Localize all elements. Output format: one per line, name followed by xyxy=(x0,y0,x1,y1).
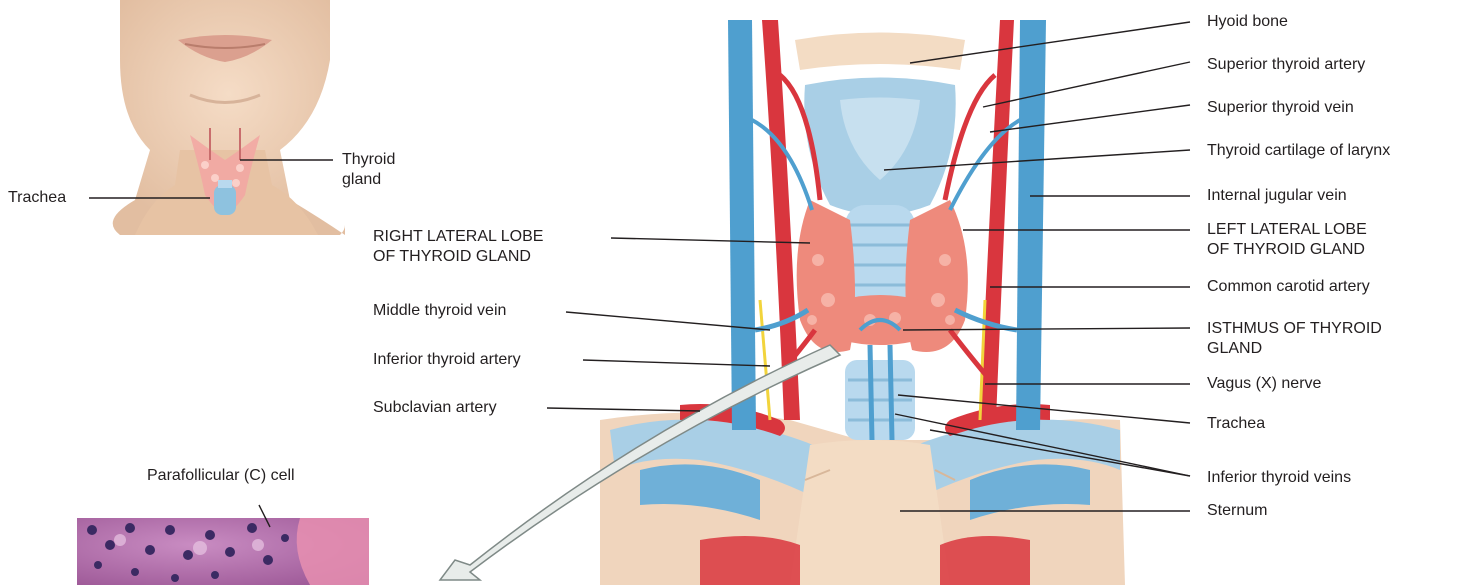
label-line: OF THYROID GLAND xyxy=(1207,240,1367,260)
label-inferior-thyroid-artery: Inferior thyroid artery xyxy=(373,350,521,370)
label-inferior-thyroid-veins: Inferior thyroid veins xyxy=(1207,468,1351,488)
label-trachea: Trachea xyxy=(1207,414,1265,434)
label-hyoid-bone: Hyoid bone xyxy=(1207,12,1288,32)
main-neck-illustration xyxy=(440,20,1125,585)
label-common-carotid-artery: Common carotid artery xyxy=(1207,277,1370,297)
label-sternum: Sternum xyxy=(1207,501,1267,521)
label-thyroid-gland-inset: Thyroid gland xyxy=(342,150,395,190)
inset-neck-illustration xyxy=(113,0,345,235)
label-line: ISTHMUS OF THYROID xyxy=(1207,319,1382,339)
label-superior-thyroid-vein: Superior thyroid vein xyxy=(1207,98,1354,118)
label-internal-jugular-vein: Internal jugular vein xyxy=(1207,186,1347,206)
micrograph-image xyxy=(77,518,369,585)
label-isthmus: ISTHMUS OF THYROID GLAND xyxy=(1207,319,1382,359)
label-trachea-inset: Trachea xyxy=(8,188,66,208)
label-subclavian-artery: Subclavian artery xyxy=(373,398,497,418)
label-line: GLAND xyxy=(1207,339,1382,359)
label-line: gland xyxy=(342,170,395,190)
label-line: LEFT LATERAL LOBE xyxy=(1207,220,1367,240)
label-left-lateral-lobe: LEFT LATERAL LOBE OF THYROID GLAND xyxy=(1207,220,1367,260)
label-vagus-nerve: Vagus (X) nerve xyxy=(1207,374,1321,394)
label-line: OF THYROID GLAND xyxy=(373,247,543,267)
label-superior-thyroid-artery: Superior thyroid artery xyxy=(1207,55,1365,75)
label-line: RIGHT LATERAL LOBE xyxy=(373,227,543,247)
label-right-lateral-lobe: RIGHT LATERAL LOBE OF THYROID GLAND xyxy=(373,227,543,267)
label-line: Thyroid xyxy=(342,150,395,170)
label-parafollicular-cell: Parafollicular (C) cell xyxy=(147,466,295,486)
label-thyroid-cartilage: Thyroid cartilage of larynx xyxy=(1207,141,1390,161)
label-middle-thyroid-vein: Middle thyroid vein xyxy=(373,301,506,321)
